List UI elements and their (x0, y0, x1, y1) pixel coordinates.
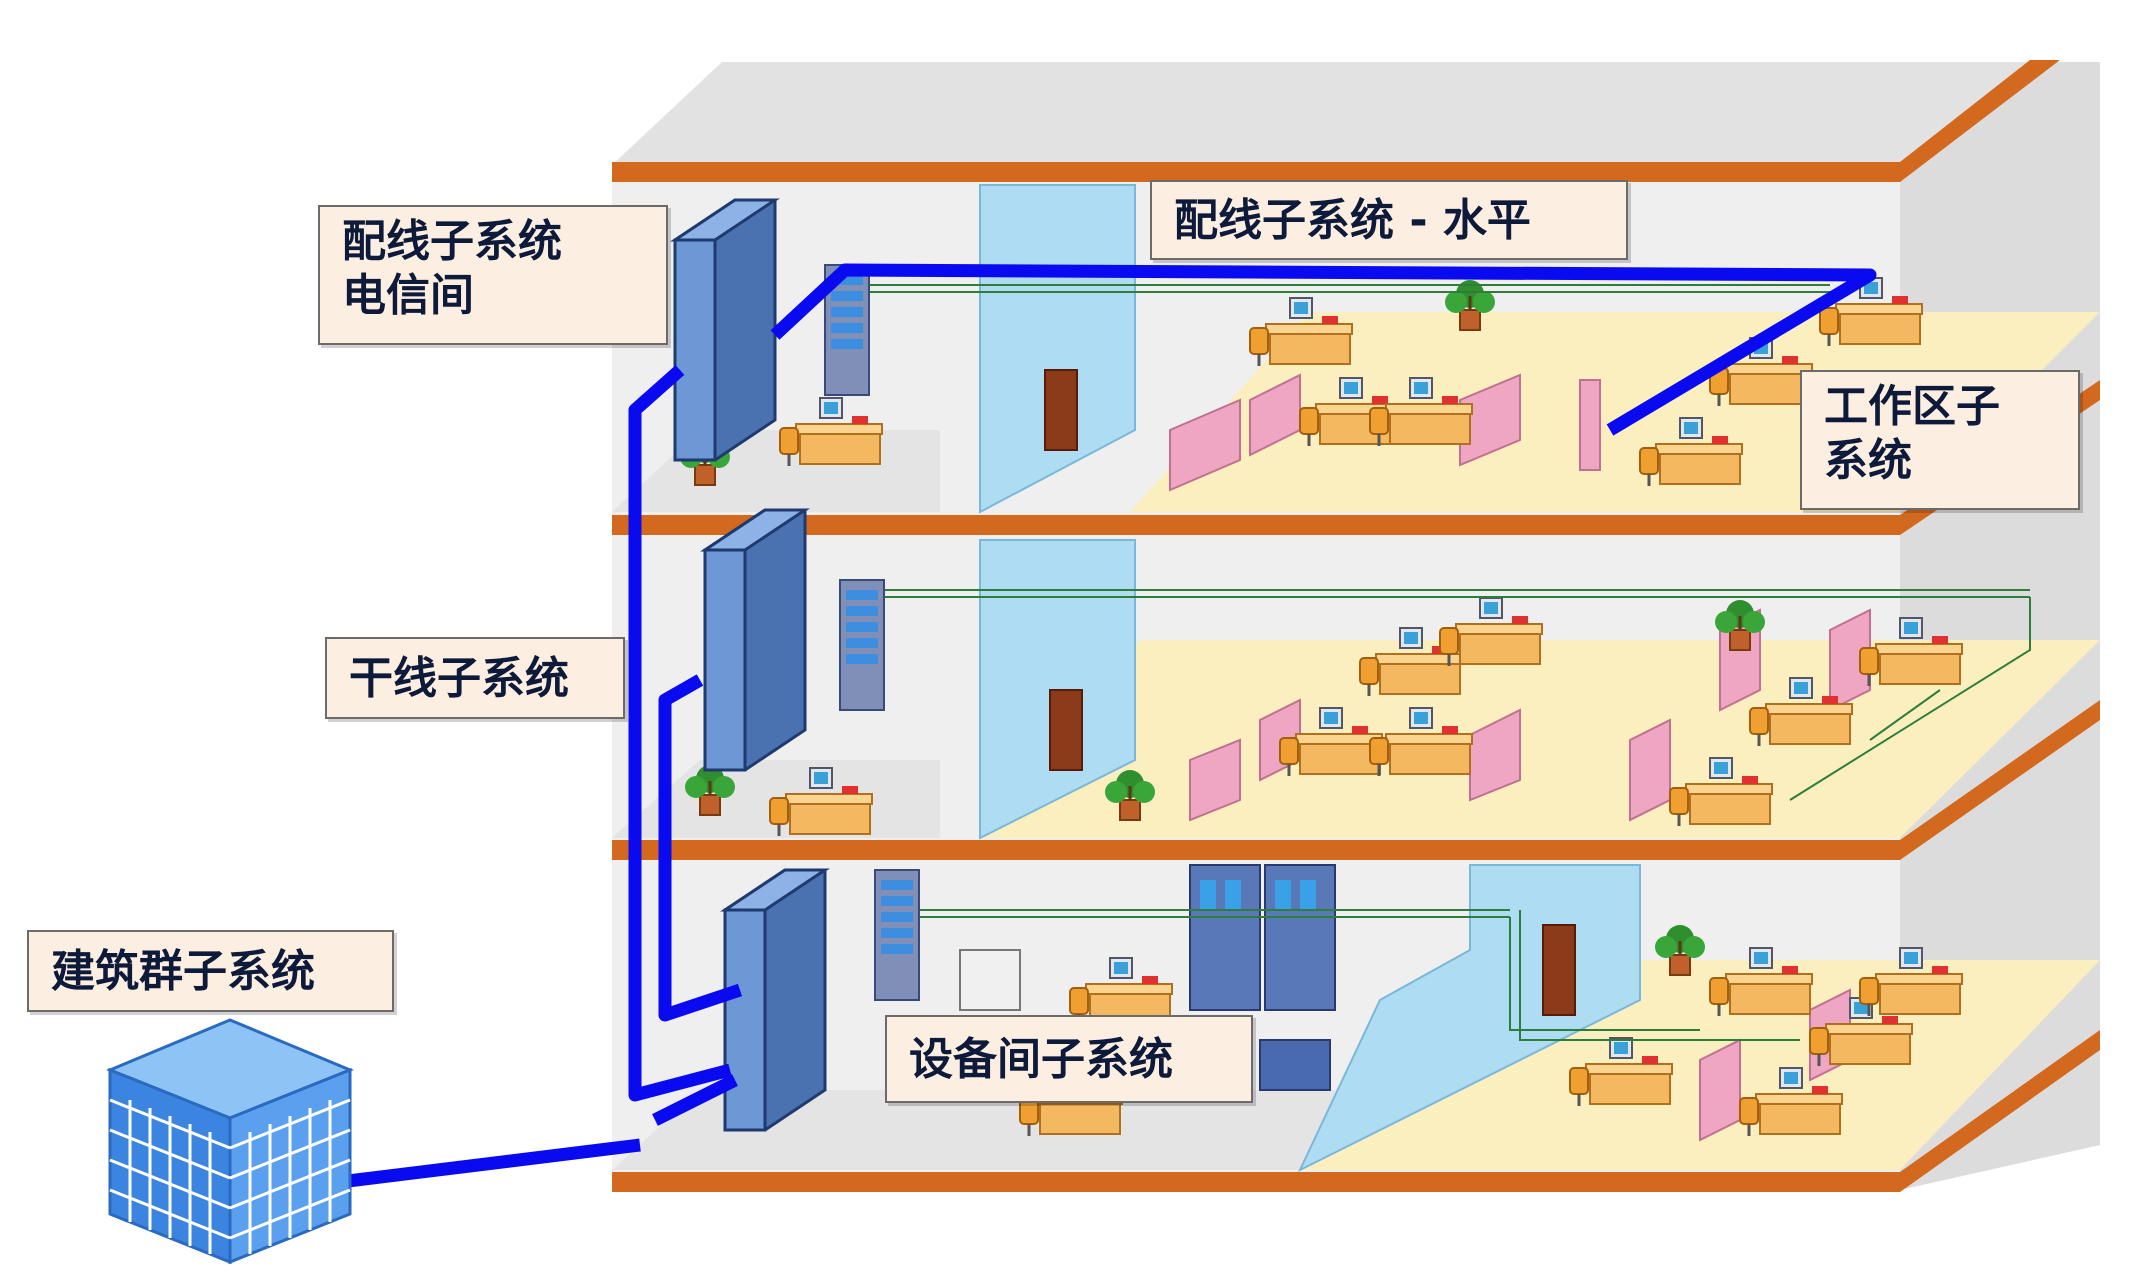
horizontal-subsystem-label: 配线子系统 - 水平 (1150, 180, 1628, 260)
horizontal-cable (770, 263, 1877, 436)
campus-subsystem-label-text: 建筑群子系统 (51, 946, 315, 997)
campus-subsystem-label: 建筑群子系统 (27, 930, 394, 1012)
work-area-label-line1: 工作区子 (1824, 381, 2000, 432)
telecom-room-label: 配线子系统 电信间 (318, 205, 668, 345)
horizontal-wiring-lines (870, 284, 2031, 1041)
campus-cable (339, 1138, 641, 1189)
server-icon (959, 864, 1336, 1091)
horizontal-subsystem-label-text: 配线子系统 - 水平 (1174, 195, 1531, 246)
equipment-room-label-text: 设备间子系统 (909, 1034, 1173, 1085)
telecom-room-label-line2: 电信间 (342, 270, 474, 321)
building-icon (106, 1018, 354, 1265)
backbone-subsystem-label-text: 干线子系统 (349, 653, 569, 704)
equipment-room-label: 设备间子系统 (885, 1015, 1253, 1103)
backbone-cable (628, 365, 743, 1126)
work-area-label-line2: 系统 (1824, 435, 1912, 486)
roof-top (612, 62, 2032, 165)
backbone-subsystem-label: 干线子系统 (325, 637, 625, 719)
door-icon (1044, 369, 1576, 1016)
work-area-label: 工作区子 系统 (1800, 370, 2080, 510)
telecom-room-label-line1: 配线子系统 (342, 216, 562, 267)
